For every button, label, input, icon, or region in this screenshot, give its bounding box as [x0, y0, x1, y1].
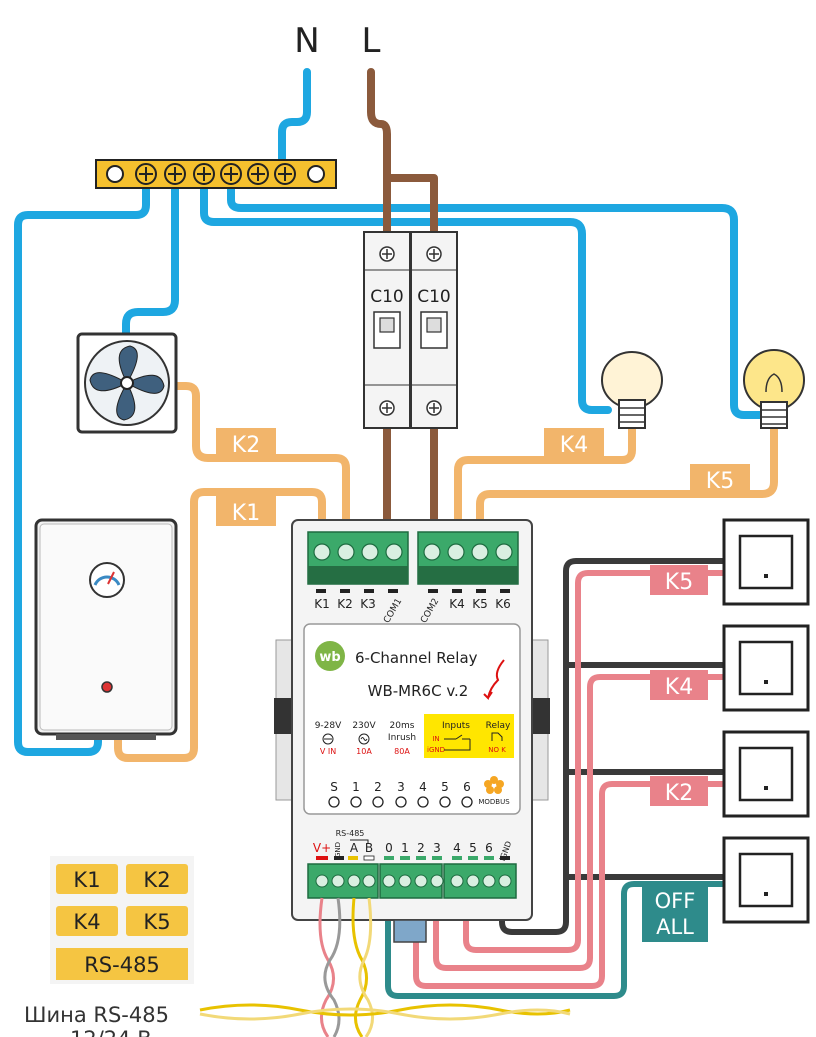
svg-text:C10: C10	[370, 287, 404, 307]
line-label: L	[362, 21, 381, 61]
svg-text:NO K: NO K	[488, 746, 506, 754]
switch-tag-off-all: OFF ALL	[642, 884, 708, 942]
svg-text:5: 5	[469, 841, 477, 855]
svg-text:A: A	[350, 841, 359, 855]
svg-text:K5: K5	[706, 469, 734, 494]
incandescent-bulb-icon	[743, 349, 805, 429]
svg-text:3: 3	[397, 780, 405, 794]
wire-tag-k2: K2	[216, 428, 276, 458]
svg-text:wb: wb	[319, 650, 340, 665]
svg-text:6: 6	[463, 780, 471, 794]
svg-text:K2: K2	[665, 781, 693, 806]
caption-voltage: 12/24 В	[70, 1027, 152, 1037]
svg-text:1: 1	[352, 780, 360, 794]
svg-text:K4: K4	[449, 597, 465, 611]
svg-text:C10: C10	[417, 287, 451, 307]
svg-text:3: 3	[433, 841, 441, 855]
wall-switch-k4	[722, 624, 810, 712]
svg-text:1: 1	[401, 841, 409, 855]
svg-text:20ms: 20ms	[390, 721, 415, 731]
water-heater-icon	[34, 518, 178, 740]
svg-text:6: 6	[485, 841, 493, 855]
legend-item: K2	[143, 868, 170, 892]
led-bulb-icon	[601, 351, 663, 429]
legend-item: K1	[73, 868, 100, 892]
svg-text:B: B	[365, 841, 373, 855]
line-wires	[367, 68, 438, 532]
svg-text:iGND: iGND	[427, 746, 445, 754]
caption-bus: Шина RS-485	[24, 1003, 169, 1027]
neutral-wires	[14, 68, 764, 756]
svg-text:K5: K5	[472, 597, 488, 611]
switch-tag-k5: K5	[650, 565, 708, 595]
relay-module: K1 K2 K3 COM1 COM2 K4 K5 K6 wb 6-Channel…	[274, 519, 550, 943]
legend-panel: K1 K2 K4 K5 RS-485	[50, 856, 194, 984]
rs485-bus-wires	[199, 897, 571, 1037]
svg-text:2: 2	[417, 841, 425, 855]
svg-text:RS-485: RS-485	[336, 829, 365, 838]
wire-tag-k4: K4	[544, 428, 604, 458]
svg-text:OFF: OFF	[655, 889, 696, 913]
svg-text:80A: 80A	[394, 747, 410, 756]
switch-tag-k4: K4	[650, 670, 708, 700]
svg-text:WB-MR6C v.2: WB-MR6C v.2	[368, 682, 469, 700]
wall-switch-k5	[722, 518, 810, 606]
svg-text:0: 0	[385, 841, 393, 855]
legend-bus: RS-485	[84, 953, 160, 977]
svg-text:MODBUS: MODBUS	[478, 798, 510, 806]
svg-text:K3: K3	[360, 597, 376, 611]
svg-text:K4: K4	[665, 675, 693, 700]
svg-text:IN: IN	[432, 735, 439, 743]
fan-icon	[76, 332, 178, 434]
circuit-breaker-1: C10	[363, 231, 411, 429]
switch-tag-k2: K2	[650, 776, 708, 806]
load-wires	[114, 382, 778, 762]
neutral-busbar	[95, 159, 337, 189]
svg-text:2: 2	[374, 780, 382, 794]
svg-text:V+: V+	[313, 841, 331, 855]
svg-text:Inputs: Inputs	[442, 721, 470, 731]
svg-text:GND: GND	[334, 842, 342, 858]
wall-switch-off-all	[722, 836, 810, 924]
svg-text:ALL: ALL	[656, 915, 694, 939]
svg-text:4: 4	[419, 780, 427, 794]
svg-text:Relay: Relay	[486, 721, 511, 731]
svg-text:S: S	[330, 780, 338, 794]
svg-text:5: 5	[441, 780, 449, 794]
svg-text:6-Channel Relay: 6-Channel Relay	[355, 649, 478, 667]
wall-switch-k2	[722, 730, 810, 818]
svg-text:K1: K1	[232, 501, 260, 526]
neutral-label: N	[294, 21, 319, 61]
switch-wires	[385, 558, 727, 999]
svg-text:K4: K4	[560, 433, 588, 458]
svg-text:10A: 10A	[356, 747, 372, 756]
svg-text:K2: K2	[232, 433, 260, 458]
svg-text:K1: K1	[314, 597, 330, 611]
svg-text:Inrush: Inrush	[388, 733, 416, 743]
wire-tag-k5: K5	[690, 464, 750, 494]
svg-text:4: 4	[453, 841, 461, 855]
svg-text:9-28V: 9-28V	[315, 721, 342, 731]
wire-tag-k1: K1	[216, 496, 276, 526]
svg-text:K6: K6	[495, 597, 511, 611]
legend-item: K4	[73, 910, 100, 934]
legend-item: K5	[143, 910, 170, 934]
svg-text:K2: K2	[337, 597, 353, 611]
circuit-breaker-2: C10	[410, 231, 458, 429]
svg-text:V IN: V IN	[320, 747, 336, 756]
svg-text:230V: 230V	[352, 721, 376, 731]
svg-text:K5: K5	[665, 570, 693, 595]
